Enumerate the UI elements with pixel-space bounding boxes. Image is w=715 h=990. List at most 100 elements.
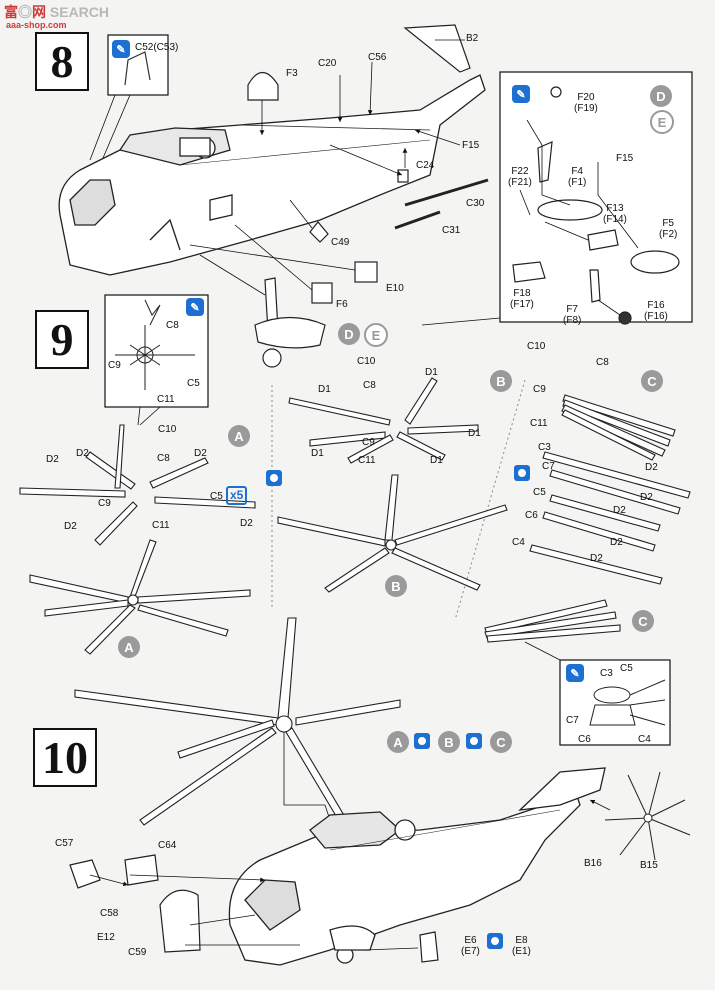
watermark: 富◎网 SEARCH [4,4,110,20]
label-c4: C4 [638,734,651,745]
variant-e-icon: E [364,323,388,347]
callout-box-c52 [107,34,169,96]
label-e10: E10 [386,283,404,294]
label-d1: D1 [311,448,324,459]
label-f3: F3 [286,68,298,79]
part-f22 [537,141,553,183]
label-c9: C9 [98,498,111,509]
helicopter-fuselage-step8 [58,74,486,276]
tail-rotor-b15 [604,771,691,861]
label-b2: B2 [466,33,479,44]
step-number-8: 8 [35,32,89,91]
rotor-a-icon: A [118,636,140,658]
step-number-10: 10 [33,728,97,787]
label-c11: C11 [358,455,376,466]
label-c9: C9 [108,360,121,371]
label-f22: F22 (F21) [508,166,532,188]
label-c49: C49 [331,237,350,248]
rotor-b-icon: B [490,370,512,392]
label-f4: F4 (F1) [568,166,587,188]
part-f16 [618,311,632,325]
glue-icon: ✎ [186,298,204,316]
part-f18 [512,261,546,283]
hub-icons [266,465,530,949]
label-c8: C8 [363,380,376,391]
label-c52: C52(C53) [135,42,179,53]
label-d2: D2 [240,518,253,529]
label-c7: C7 [542,461,555,472]
rotor-a-exploded [19,424,256,546]
part-f3 [247,71,279,101]
label-c4: C4 [512,537,525,548]
label-c9: C9 [362,437,375,448]
label-d2: D2 [590,553,603,564]
label-c5: C5 [210,491,223,502]
label-c10: C10 [158,424,177,435]
landing-gear-sponson [254,277,326,368]
label-d2: D2 [76,448,89,459]
label-f5: F5 (F2) [659,218,678,240]
rotor-c-folded [484,599,621,643]
helicopter-fuselage-step10 [228,767,606,966]
rotor-c-exploded [529,394,691,585]
label-c3: C3 [538,442,551,453]
variant-e-icon: E [650,110,674,134]
rotor-b-exploded [288,377,479,464]
label-c6: C6 [578,734,591,745]
label-f13: F13 (F14) [603,203,627,225]
part-c58 [159,889,201,953]
glue-icon: ✎ [512,85,530,103]
part-f5 [630,250,680,274]
label-c9: C9 [533,384,546,395]
label-f18: F18 (F17) [510,288,534,310]
label-c56: C56 [368,52,387,63]
label-d1: D1 [430,455,443,466]
part-e6 [419,931,439,963]
label-c20: C20 [318,58,337,69]
label-c3: C3 [600,668,613,679]
part-f20 [550,86,562,98]
label-d2: D2 [46,454,59,465]
part-e10 [354,261,378,283]
label-c57: C57 [55,838,74,849]
label-c24: C24 [416,160,435,171]
watermark-url: aaa-shop.com [6,20,67,30]
label-e12: E12 [97,932,115,943]
quantity-x5: x5 [226,486,248,505]
tail-fin-b2 [403,24,471,73]
label-c58: C58 [100,908,119,919]
part-f7 [589,269,601,303]
label-b16: B16 [584,858,602,869]
glue-icon: ✎ [112,40,130,58]
label-c11: C11 [157,394,175,405]
rotor-c-icon: C [632,610,654,632]
label-b15: B15 [640,860,658,871]
label-c31: C31 [442,225,461,236]
label-c11: C11 [530,418,548,429]
label-c59: C59 [128,947,147,958]
label-c64: C64 [158,840,177,851]
label-d2: D2 [640,492,653,503]
rotor-c-icon: C [641,370,663,392]
part-f13 [587,229,619,251]
part-f6 [311,282,333,304]
label-c7: C7 [566,715,579,726]
rotor-b-icon: B [385,575,407,597]
label-f15-detail: F15 [616,153,634,164]
label-d1: D1 [468,428,481,439]
label-c10: C10 [357,356,376,367]
label-d1: D1 [318,384,331,395]
label-c10: C10 [527,341,546,352]
label-d2: D2 [64,521,77,532]
rotor-a-assembled [29,539,251,655]
label-d2: D2 [645,462,658,473]
rotor-b-assembled [277,474,508,593]
part-c57 [69,859,101,889]
label-f6: F6 [336,299,348,310]
step-number-9: 9 [35,310,89,369]
label-c30: C30 [466,198,485,209]
label-d2: D2 [194,448,207,459]
rotor-c-icon: C [490,731,512,753]
